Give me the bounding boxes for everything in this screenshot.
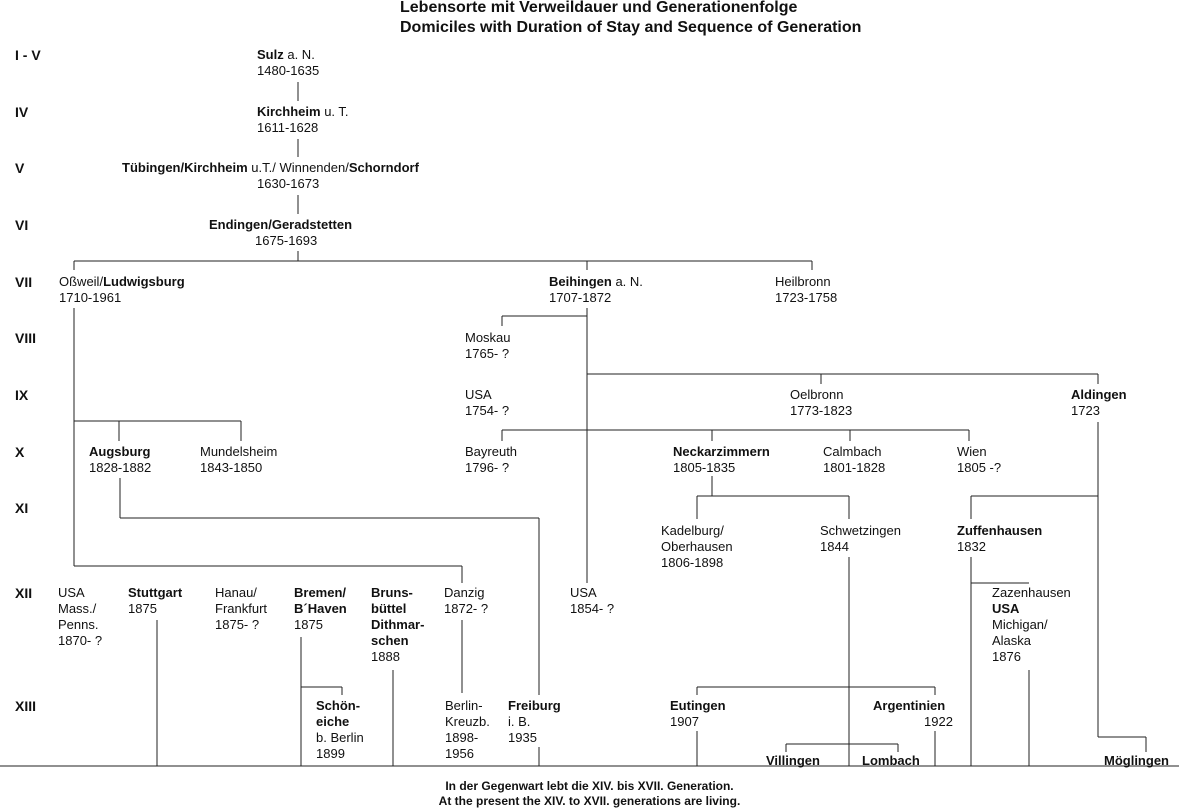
generation-label: VIII	[15, 330, 37, 346]
generation-label: IV	[15, 104, 29, 120]
generation-label: VI	[15, 217, 29, 233]
generation-label: XI	[15, 500, 29, 516]
node-kirchheim: Kirchheim u. T.1611-1628	[257, 104, 349, 135]
node-sulz: Sulz a. N.1480-1635	[257, 47, 320, 78]
generation-label: XIII	[15, 698, 37, 714]
node-villingen: Villingen	[766, 753, 820, 768]
generation-label: V	[15, 160, 25, 176]
generation-label: IX	[15, 387, 29, 403]
title-english: Domiciles with Duration of Stay and Sequ…	[400, 19, 862, 36]
generation-label: I - V	[15, 47, 41, 63]
node-berlin-kreuzberg: Berlin-Kreuzb.1898-1956	[445, 698, 490, 761]
node-tuebingen: Tübingen/Kirchheim u.T./ Winnenden/Schor…	[122, 160, 419, 191]
generation-label: VII	[15, 274, 33, 290]
generation-label: X	[15, 444, 25, 460]
node-lombach: Lombach	[862, 753, 920, 768]
node-moeglingen: Möglingen	[1104, 753, 1169, 768]
footer-german: In der Gegenwart lebt die XIV. bis XVII.…	[445, 779, 734, 793]
node-beihingen: Beihingen a. N.1707-1872	[549, 274, 643, 305]
footer-english: At the present the XIV. to XVII. generat…	[438, 794, 741, 808]
title-german: Lebensorte mit Verweildauer und Generati…	[400, 0, 798, 16]
generation-label: XII	[15, 585, 33, 601]
